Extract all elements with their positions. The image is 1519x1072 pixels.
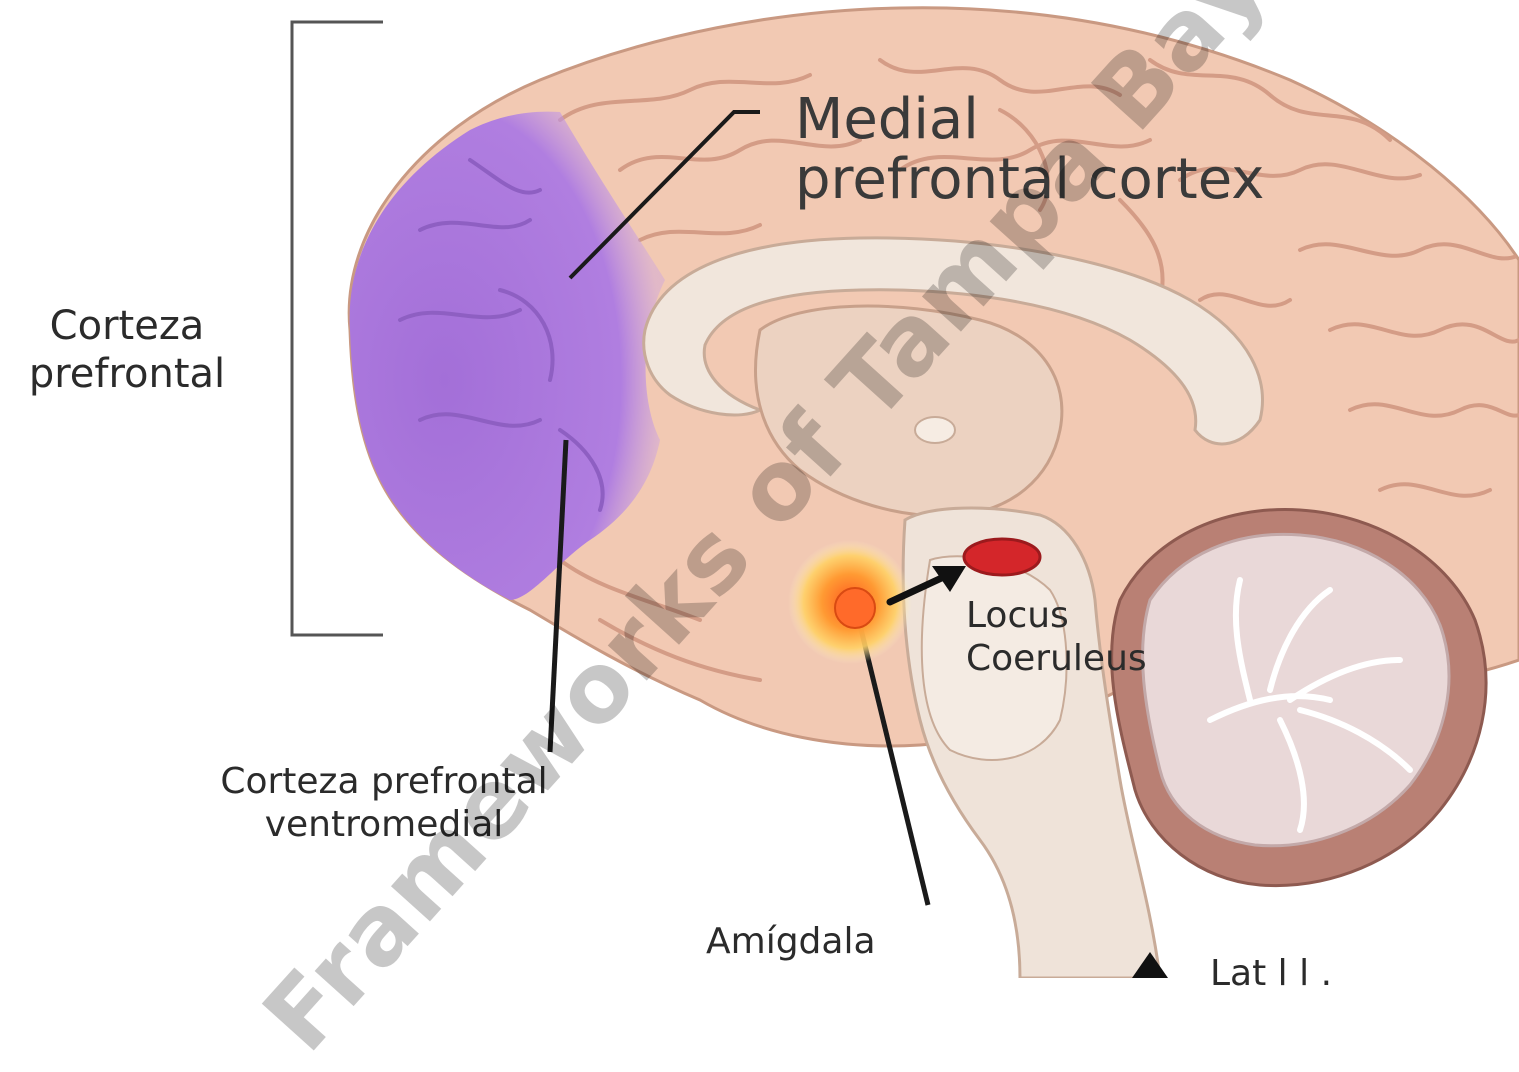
label-truncated-bottom-right: Lat l l .: [1210, 952, 1332, 995]
label-cpvm-line1: Corteza prefrontal: [196, 760, 572, 803]
label-mpfc-line1: Medial: [795, 90, 1264, 150]
label-locus-line1: Locus: [966, 594, 1147, 637]
brain-diagram: Corteza prefrontal Medial prefrontal cor…: [0, 0, 1519, 978]
label-mpfc-line2: prefrontal cortex: [795, 150, 1264, 210]
label-corteza-prefrontal: Corteza prefrontal: [14, 302, 240, 398]
interthalamic-adhesion: [915, 417, 955, 443]
label-corteza-prefrontal-ventromedial: Corteza prefrontal ventromedial: [196, 760, 572, 846]
label-locus-line2: Coeruleus: [966, 637, 1147, 680]
locus-coeruleus-marker: [964, 539, 1040, 575]
label-corteza-line2: prefrontal: [14, 350, 240, 398]
label-corteza-line1: Corteza: [14, 302, 240, 350]
amygdala: [835, 588, 875, 628]
label-medial-prefrontal-cortex: Medial prefrontal cortex: [795, 90, 1264, 211]
label-locus-coeruleus: Locus Coeruleus: [966, 594, 1147, 680]
label-amigdala: Amígdala: [706, 920, 876, 963]
label-cpvm-line2: ventromedial: [196, 803, 572, 846]
